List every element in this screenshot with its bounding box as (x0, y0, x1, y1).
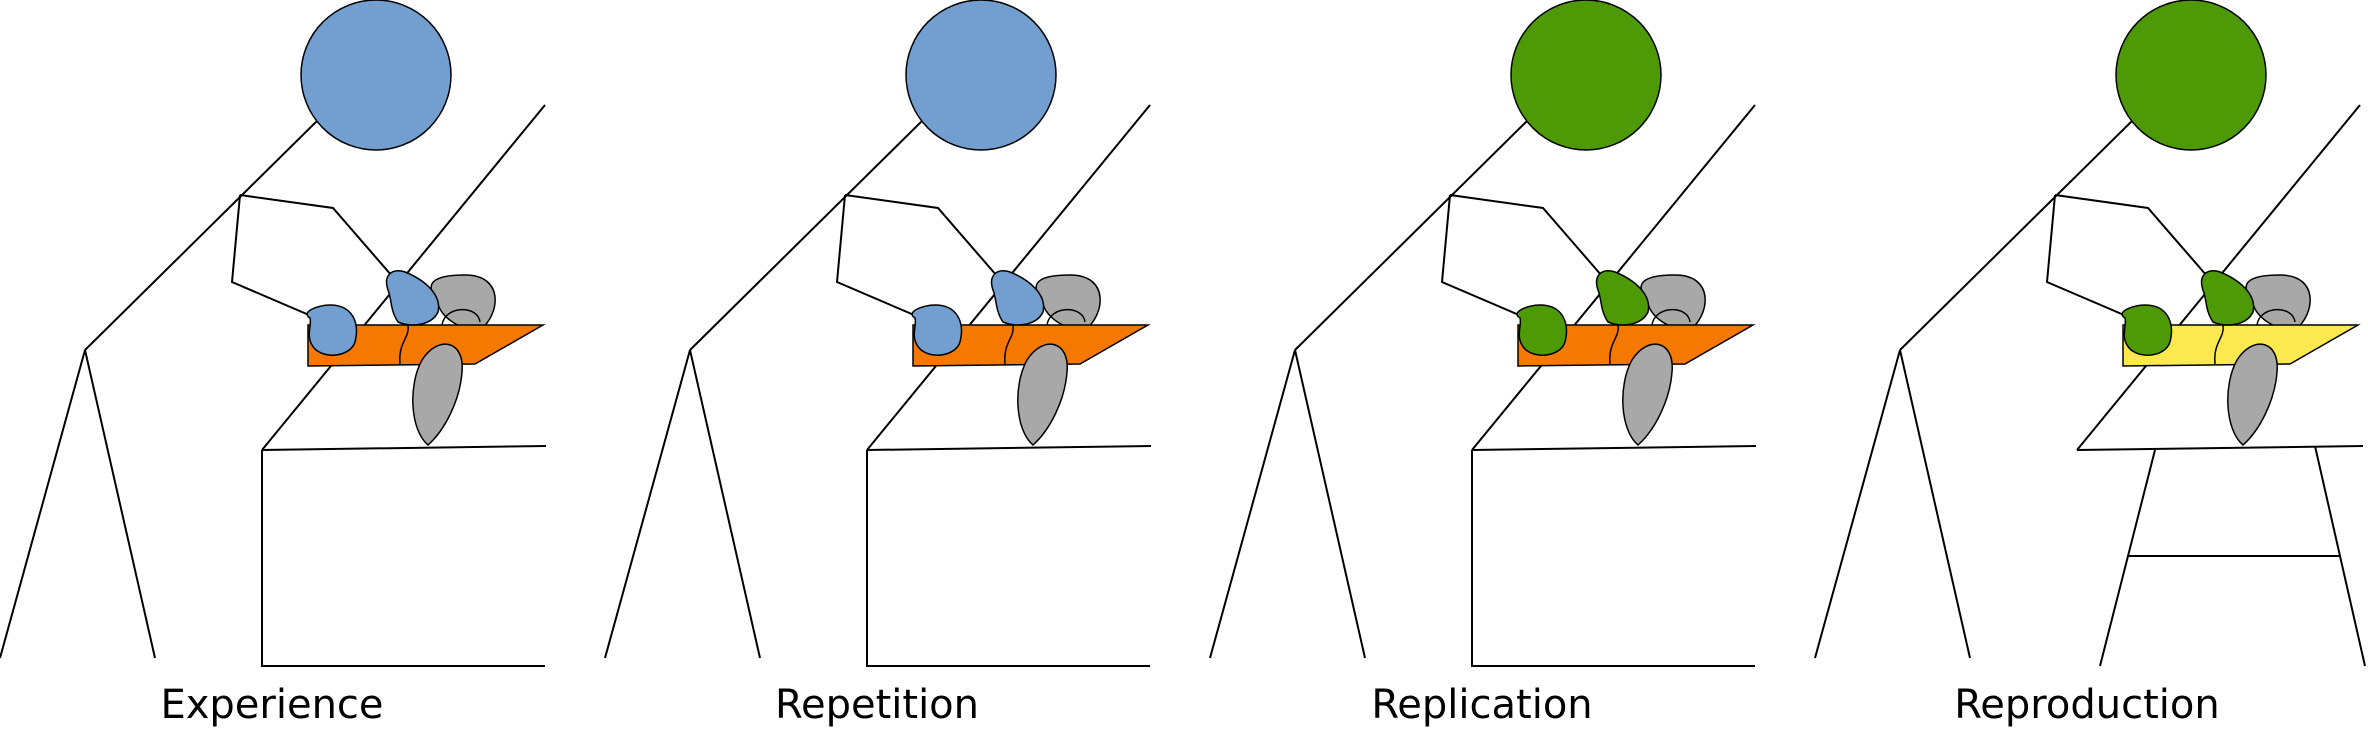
hand-right (990, 270, 1045, 326)
board (912, 324, 1151, 367)
hand-right (1595, 270, 1650, 326)
board-seam (2214, 324, 2224, 365)
person-legs (604, 349, 761, 659)
person-legs (0, 349, 156, 659)
gray-blob-back (1640, 274, 1706, 331)
person-arm (835, 194, 998, 319)
panel-replication: Replication (1209, 0, 1757, 728)
gray-blob-front (412, 343, 463, 446)
gray-blob-back-inner (441, 308, 481, 326)
person-torso (689, 119, 924, 351)
board (307, 324, 546, 367)
gray-blob-back (2245, 274, 2311, 331)
table-box-body (261, 450, 545, 667)
table (866, 104, 1152, 667)
table-box-body (866, 450, 1150, 667)
gray-blob-front (1622, 343, 1673, 446)
gray-blob-back-inner (1651, 308, 1691, 326)
person-arm (1440, 194, 1603, 319)
table-top (2076, 445, 2364, 451)
gray-blob-back (1035, 274, 1101, 331)
panel-repetition: Repetition (604, 0, 1152, 728)
person-head (300, 0, 452, 151)
hand-right (2200, 270, 2255, 326)
table-top (1471, 445, 1757, 451)
person-legs (1209, 349, 1366, 659)
panel-label: Reproduction (1954, 682, 2219, 728)
board-seam (1004, 324, 1014, 365)
table (2076, 104, 2366, 667)
person-arm (2045, 194, 2208, 319)
panel-experience: Experience (0, 0, 547, 728)
gray-blob-front (1017, 343, 1068, 446)
person-head (905, 0, 1057, 151)
person-torso (1899, 119, 2134, 351)
gray-blob-front (2227, 343, 2278, 446)
gray-blob-back-inner (1046, 308, 1086, 326)
gray-blob-back-inner (2256, 308, 2296, 326)
person-head (2115, 0, 2267, 151)
table-top (261, 445, 547, 451)
table-top (866, 445, 1152, 451)
table-box-body (1471, 450, 1755, 667)
panel-label: Replication (1371, 682, 1592, 728)
hand-right (385, 270, 440, 326)
board (1517, 324, 1756, 367)
board-seam (1609, 324, 1619, 365)
hand-left (306, 304, 358, 356)
person-legs (1814, 349, 1971, 659)
hand-left (2121, 304, 2173, 356)
board (2122, 324, 2361, 367)
table (261, 104, 547, 667)
person-arm (230, 194, 393, 319)
table-legs (2099, 445, 2366, 667)
gray-blob-back (430, 274, 496, 331)
person-torso (1294, 119, 1529, 351)
table (1471, 104, 1757, 667)
panel-label: Experience (160, 682, 383, 728)
hand-left (911, 304, 963, 356)
panel-reproduction: Reproduction (1814, 0, 2366, 728)
board-seam (399, 324, 409, 365)
person-head (1510, 0, 1662, 151)
person-torso (84, 119, 319, 351)
hand-left (1516, 304, 1568, 356)
panel-label: Repetition (775, 682, 979, 728)
